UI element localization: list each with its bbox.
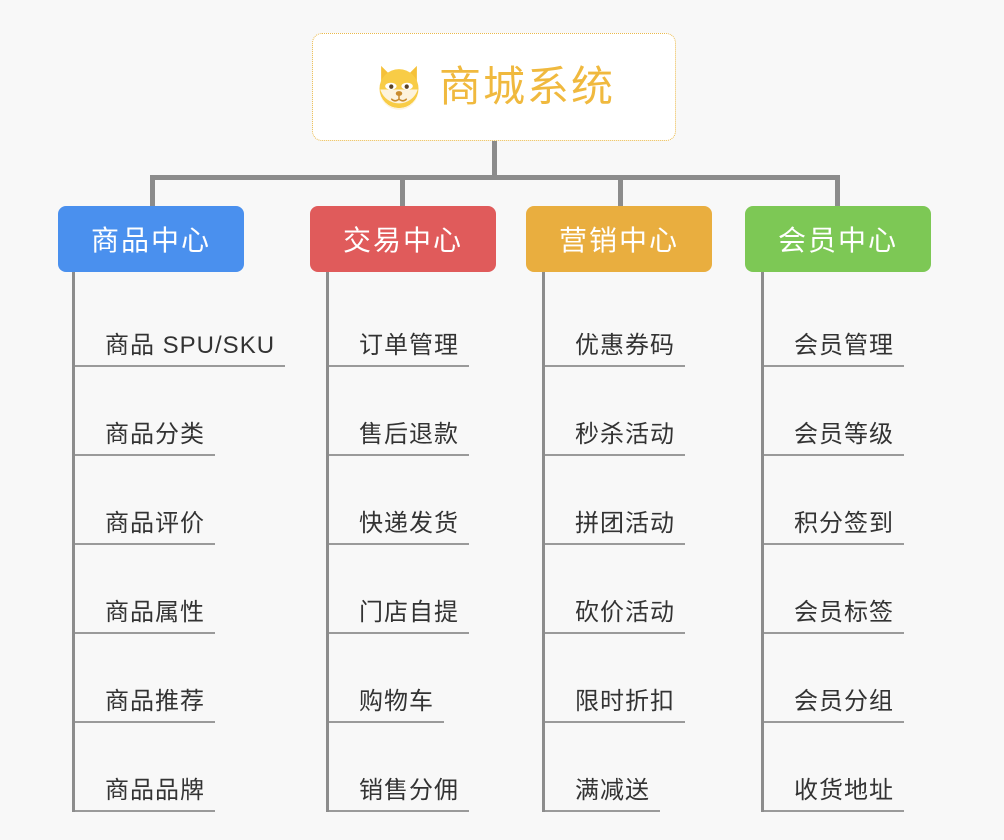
list-item[interactable]: 商品推荐	[75, 634, 278, 723]
root-node-shopping-mall-system[interactable]: 商城系统	[312, 33, 676, 141]
leaf-underline	[764, 810, 904, 812]
leaf-underline	[329, 365, 469, 367]
list-item[interactable]: 满减送	[545, 723, 721, 812]
list-item[interactable]: 商品 SPU/SKU	[75, 278, 285, 367]
leaf-underline	[75, 543, 215, 545]
leaf-label: 商品推荐	[105, 688, 205, 716]
leaf-underline	[75, 721, 215, 723]
list-item[interactable]: 砍价活动	[545, 545, 721, 634]
list-item[interactable]: 优惠券码	[545, 278, 721, 367]
list-item[interactable]: 收货地址	[764, 723, 940, 812]
leaf-underline	[545, 454, 685, 456]
leaf-label: 秒杀活动	[575, 421, 675, 449]
category-title: 会员中心	[777, 225, 898, 256]
category-header-marketing-center[interactable]: 营销中心	[526, 206, 712, 272]
list-item[interactable]: 销售分佣	[329, 723, 510, 812]
connector-horizontal-bus	[150, 175, 840, 180]
leaf-label: 收货地址	[794, 777, 894, 805]
leaf-label: 满减送	[575, 777, 650, 805]
list-item[interactable]: 快递发货	[329, 456, 510, 545]
list-item[interactable]: 商品属性	[75, 545, 278, 634]
leaf-label: 拼团活动	[575, 510, 675, 538]
list-item[interactable]: 会员等级	[764, 367, 940, 456]
leaf-underline	[75, 810, 215, 812]
leaf-underline	[545, 632, 685, 634]
branch-column-member-center: 会员中心 会员管理 会员等级 积分签到 会员标签 会员分组	[745, 206, 940, 812]
leaf-label: 会员标签	[794, 599, 894, 627]
leaf-underline	[329, 721, 444, 723]
leaf-underline	[545, 721, 685, 723]
leaf-list-member-center: 会员管理 会员等级 积分签到 会员标签 会员分组 收货地址	[761, 272, 940, 812]
list-item[interactable]: 拼团活动	[545, 456, 721, 545]
leaf-label: 商品属性	[105, 599, 205, 627]
leaf-underline	[329, 810, 469, 812]
shiba-dog-icon	[379, 65, 419, 110]
leaf-label: 订单管理	[359, 332, 459, 360]
leaf-label: 商品分类	[105, 421, 205, 449]
leaf-underline	[329, 454, 469, 456]
list-item[interactable]: 秒杀活动	[545, 367, 721, 456]
leaf-underline	[764, 543, 904, 545]
leaf-underline	[764, 632, 904, 634]
list-item[interactable]: 积分签到	[764, 456, 940, 545]
leaf-label: 优惠券码	[575, 332, 675, 360]
leaf-underline	[329, 543, 469, 545]
branch-column-trade-center: 交易中心 订单管理 售后退款 快递发货 门店自提 购物车	[310, 206, 510, 812]
list-item[interactable]: 限时折扣	[545, 634, 721, 723]
category-title: 营销中心	[558, 225, 679, 256]
leaf-label: 商品评价	[105, 510, 205, 538]
list-item[interactable]: 商品品牌	[75, 723, 278, 812]
branch-column-product-center: 商品中心 商品 SPU/SKU 商品分类 商品评价 商品属性 商品推荐	[58, 206, 285, 812]
category-title: 商品中心	[90, 225, 211, 256]
leaf-underline	[75, 632, 215, 634]
list-item[interactable]: 购物车	[329, 634, 510, 723]
leaf-list-product-center: 商品 SPU/SKU 商品分类 商品评价 商品属性 商品推荐 商品品牌	[72, 272, 285, 812]
category-header-product-center[interactable]: 商品中心	[58, 206, 244, 272]
leaf-underline	[75, 454, 215, 456]
leaf-label: 商品品牌	[105, 777, 205, 805]
leaf-label: 商品 SPU/SKU	[105, 332, 276, 360]
leaf-label: 会员等级	[794, 421, 894, 449]
leaf-underline	[545, 810, 660, 812]
leaf-underline	[545, 365, 685, 367]
leaf-label: 会员管理	[794, 332, 894, 360]
leaf-underline	[764, 454, 904, 456]
leaf-underline	[75, 365, 285, 367]
category-header-member-center[interactable]: 会员中心	[745, 206, 931, 272]
leaf-label: 门店自提	[359, 599, 459, 627]
category-title: 交易中心	[342, 225, 463, 256]
connector-drop-3	[618, 175, 623, 209]
category-header-trade-center[interactable]: 交易中心	[310, 206, 496, 272]
leaf-label: 砍价活动	[575, 599, 675, 627]
leaf-list-marketing-center: 优惠券码 秒杀活动 拼团活动 砍价活动 限时折扣 满减送	[542, 272, 721, 812]
branch-column-marketing-center: 营销中心 优惠券码 秒杀活动 拼团活动 砍价活动 限时折扣	[526, 206, 721, 812]
connector-drop-2	[400, 175, 405, 209]
leaf-label: 积分签到	[794, 510, 894, 538]
connector-drop-1	[150, 175, 155, 209]
leaf-underline	[764, 365, 904, 367]
list-item[interactable]: 会员管理	[764, 278, 940, 367]
list-item[interactable]: 会员标签	[764, 545, 940, 634]
list-item[interactable]: 商品分类	[75, 367, 278, 456]
list-item[interactable]: 商品评价	[75, 456, 278, 545]
leaf-label: 销售分佣	[359, 777, 459, 805]
leaf-label: 限时折扣	[575, 688, 675, 716]
leaf-label: 售后退款	[359, 421, 459, 449]
leaf-label: 会员分组	[794, 688, 894, 716]
connector-drop-4	[835, 175, 840, 209]
list-item[interactable]: 会员分组	[764, 634, 940, 723]
leaf-underline	[764, 721, 904, 723]
connector-root-stem	[492, 141, 497, 177]
leaf-underline	[545, 543, 685, 545]
list-item[interactable]: 售后退款	[329, 367, 510, 456]
leaf-label: 快递发货	[359, 510, 459, 538]
list-item[interactable]: 门店自提	[329, 545, 510, 634]
leaf-list-trade-center: 订单管理 售后退款 快递发货 门店自提 购物车 销售分佣	[326, 272, 510, 812]
root-title: 商城系统	[438, 63, 615, 110]
leaf-label: 购物车	[359, 688, 434, 716]
leaf-underline	[329, 632, 469, 634]
list-item[interactable]: 订单管理	[329, 278, 510, 367]
